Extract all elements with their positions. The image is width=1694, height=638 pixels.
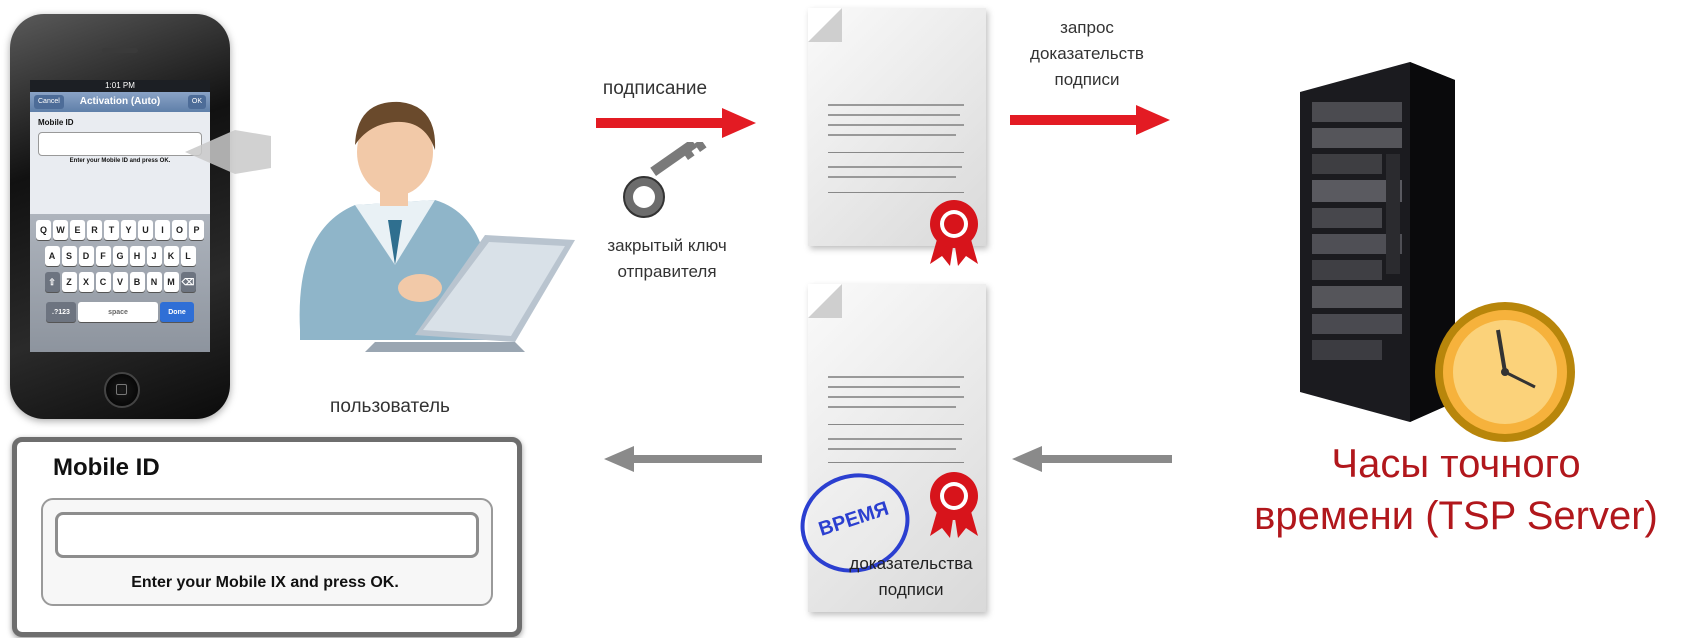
private-key-label-line1: закрытый ключ	[607, 236, 727, 255]
key-done[interactable]: Done	[160, 302, 194, 322]
key-shift[interactable]: ⇧	[44, 272, 60, 292]
key-t[interactable]: T	[104, 220, 119, 240]
pointer-wedge-icon	[185, 130, 271, 174]
tsp-server-label: Часы точного времени (TSP Server)	[1218, 438, 1694, 542]
phone-cancel-button[interactable]: Cancel	[34, 95, 64, 109]
request-arrow-icon	[1010, 105, 1170, 135]
phone-nav-title: Activation (Auto)	[30, 92, 210, 112]
key-icon	[623, 142, 707, 218]
phone-speaker	[102, 48, 138, 53]
key-backspace[interactable]: ⌫	[180, 272, 196, 292]
key-n[interactable]: N	[146, 272, 162, 292]
timestamped-document: ВРЕМЯ доказательства подписи	[787, 284, 986, 612]
key-l[interactable]: L	[180, 246, 196, 266]
key-p[interactable]: P	[189, 220, 204, 240]
user-label: пользователь	[330, 396, 450, 417]
phone-home-button[interactable]	[104, 372, 140, 408]
key-numbers[interactable]: .?123	[46, 302, 76, 322]
key-f[interactable]: F	[95, 246, 111, 266]
key-z[interactable]: Z	[61, 272, 77, 292]
server-rack-icon	[1300, 62, 1575, 442]
key-i[interactable]: I	[155, 220, 170, 240]
zoom-title: Mobile ID	[53, 454, 160, 481]
tsp-label-line2: времени (TSP Server)	[1254, 494, 1658, 538]
proof-label-line2: подписи	[878, 580, 944, 599]
phone-mobile-id-label: Mobile ID	[38, 118, 74, 127]
key-u[interactable]: U	[138, 220, 153, 240]
key-d[interactable]: D	[78, 246, 94, 266]
smartphone: 1:01 PM Activation (Auto) Cancel OK Mobi…	[10, 14, 230, 419]
key-a[interactable]: A	[44, 246, 60, 266]
request-label-line2: доказательств	[1030, 44, 1144, 63]
key-b[interactable]: B	[129, 272, 145, 292]
return-arrow-from-server-icon	[1012, 446, 1172, 472]
key-h[interactable]: H	[129, 246, 145, 266]
key-j[interactable]: J	[146, 246, 162, 266]
key-v[interactable]: V	[112, 272, 128, 292]
key-e[interactable]: E	[70, 220, 85, 240]
request-label-line3: подписи	[1054, 70, 1120, 89]
key-y[interactable]: Y	[121, 220, 136, 240]
key-k[interactable]: K	[163, 246, 179, 266]
user-with-laptop-icon	[299, 101, 575, 352]
signing-arrow-icon	[596, 108, 756, 138]
phone-mobile-id-input[interactable]	[38, 132, 202, 156]
tsp-label-line1: Часы точного	[1331, 442, 1581, 486]
time-stamp-text: ВРЕМЯ	[816, 497, 892, 541]
key-g[interactable]: G	[112, 246, 128, 266]
phone-screen: 1:01 PM Activation (Auto) Cancel OK Mobi…	[30, 80, 210, 352]
key-o[interactable]: O	[172, 220, 187, 240]
mobile-id-zoom-panel: Mobile ID Enter your Mobile IX and press…	[12, 437, 522, 637]
status-bar-time: 1:01 PM	[30, 80, 210, 92]
key-c[interactable]: C	[95, 272, 111, 292]
key-space[interactable]: space	[78, 302, 158, 322]
request-label-line1: запрос	[1060, 18, 1114, 37]
return-arrow-to-user-icon	[604, 446, 762, 472]
key-w[interactable]: W	[53, 220, 68, 240]
phone-ok-button[interactable]: OK	[187, 95, 206, 109]
red-seal-icon	[930, 200, 978, 266]
keyboard-row-4: .?123 space Done	[30, 302, 210, 322]
private-key-label-line2: отправителя	[617, 262, 717, 281]
phone-hint-text: Enter your Mobile ID and press OK.	[69, 158, 171, 164]
key-s[interactable]: S	[61, 246, 77, 266]
zoom-hint-text: Enter your Mobile IX and press OK.	[131, 574, 399, 591]
signing-label: подписание	[602, 78, 708, 99]
key-x[interactable]: X	[78, 272, 94, 292]
key-r[interactable]: R	[87, 220, 102, 240]
red-seal-icon	[930, 472, 978, 538]
key-m[interactable]: M	[163, 272, 179, 292]
zoom-mobile-id-input[interactable]	[55, 512, 479, 558]
signed-document	[808, 8, 986, 266]
key-q[interactable]: Q	[36, 220, 51, 240]
proof-label-line1: доказательства	[849, 554, 973, 573]
